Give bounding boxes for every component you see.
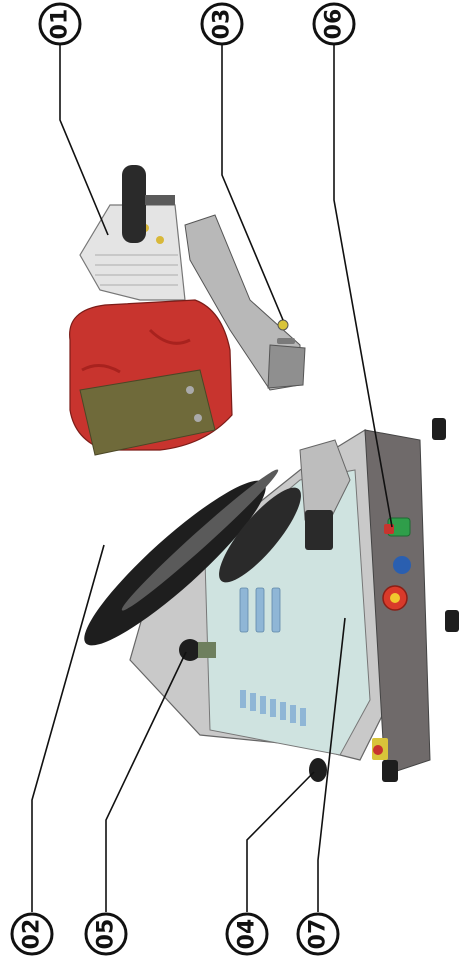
- carriage-assembly-illustration: [70, 165, 305, 455]
- callout-07-label: 07: [306, 919, 331, 950]
- callout-05: 05: [86, 914, 126, 954]
- callout-02: 02: [12, 914, 52, 954]
- callout-01: 01: [40, 4, 80, 44]
- callout-05-label: 05: [94, 919, 119, 950]
- leader-04: [247, 772, 314, 912]
- callout-06: 06: [314, 4, 354, 44]
- leader-02: [32, 545, 104, 912]
- slicer-machine-illustration: [69, 418, 459, 782]
- callout-03: 03: [202, 4, 242, 44]
- callout-02-label: 02: [20, 919, 45, 950]
- callout-03-label: 03: [210, 9, 235, 40]
- leader-01: [60, 45, 108, 235]
- callout-06-label: 06: [322, 9, 347, 40]
- callout-07: 07: [298, 914, 338, 954]
- callout-04: 04: [227, 914, 267, 954]
- callout-04-label: 04: [235, 919, 260, 950]
- callout-01-label: 01: [48, 9, 73, 40]
